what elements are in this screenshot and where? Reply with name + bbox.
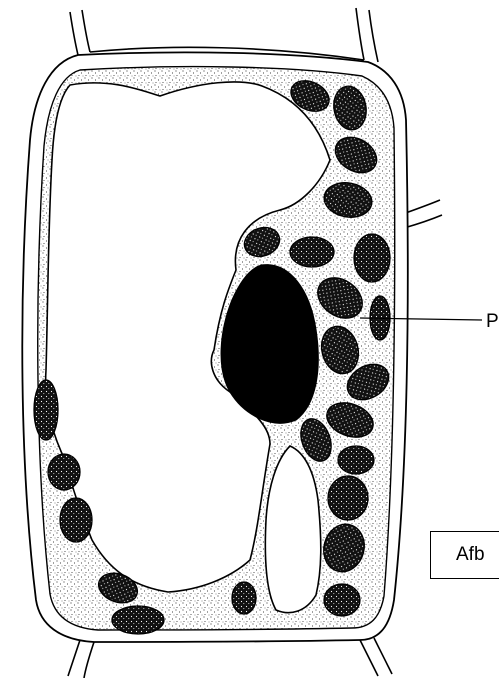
- figure-caption-box: Afb: [430, 531, 499, 579]
- chloroplast: [290, 237, 334, 267]
- chloroplast: [34, 380, 58, 440]
- chloroplast: [328, 476, 368, 520]
- chloroplast: [60, 498, 92, 542]
- chloroplast: [338, 446, 374, 474]
- label-p: P: [486, 311, 499, 333]
- chloroplast: [48, 454, 80, 490]
- chloroplast: [232, 582, 256, 614]
- chloroplast: [324, 584, 360, 616]
- figure-caption: Afb: [456, 544, 485, 566]
- chloroplast: [112, 606, 164, 634]
- chloroplast: [354, 234, 390, 282]
